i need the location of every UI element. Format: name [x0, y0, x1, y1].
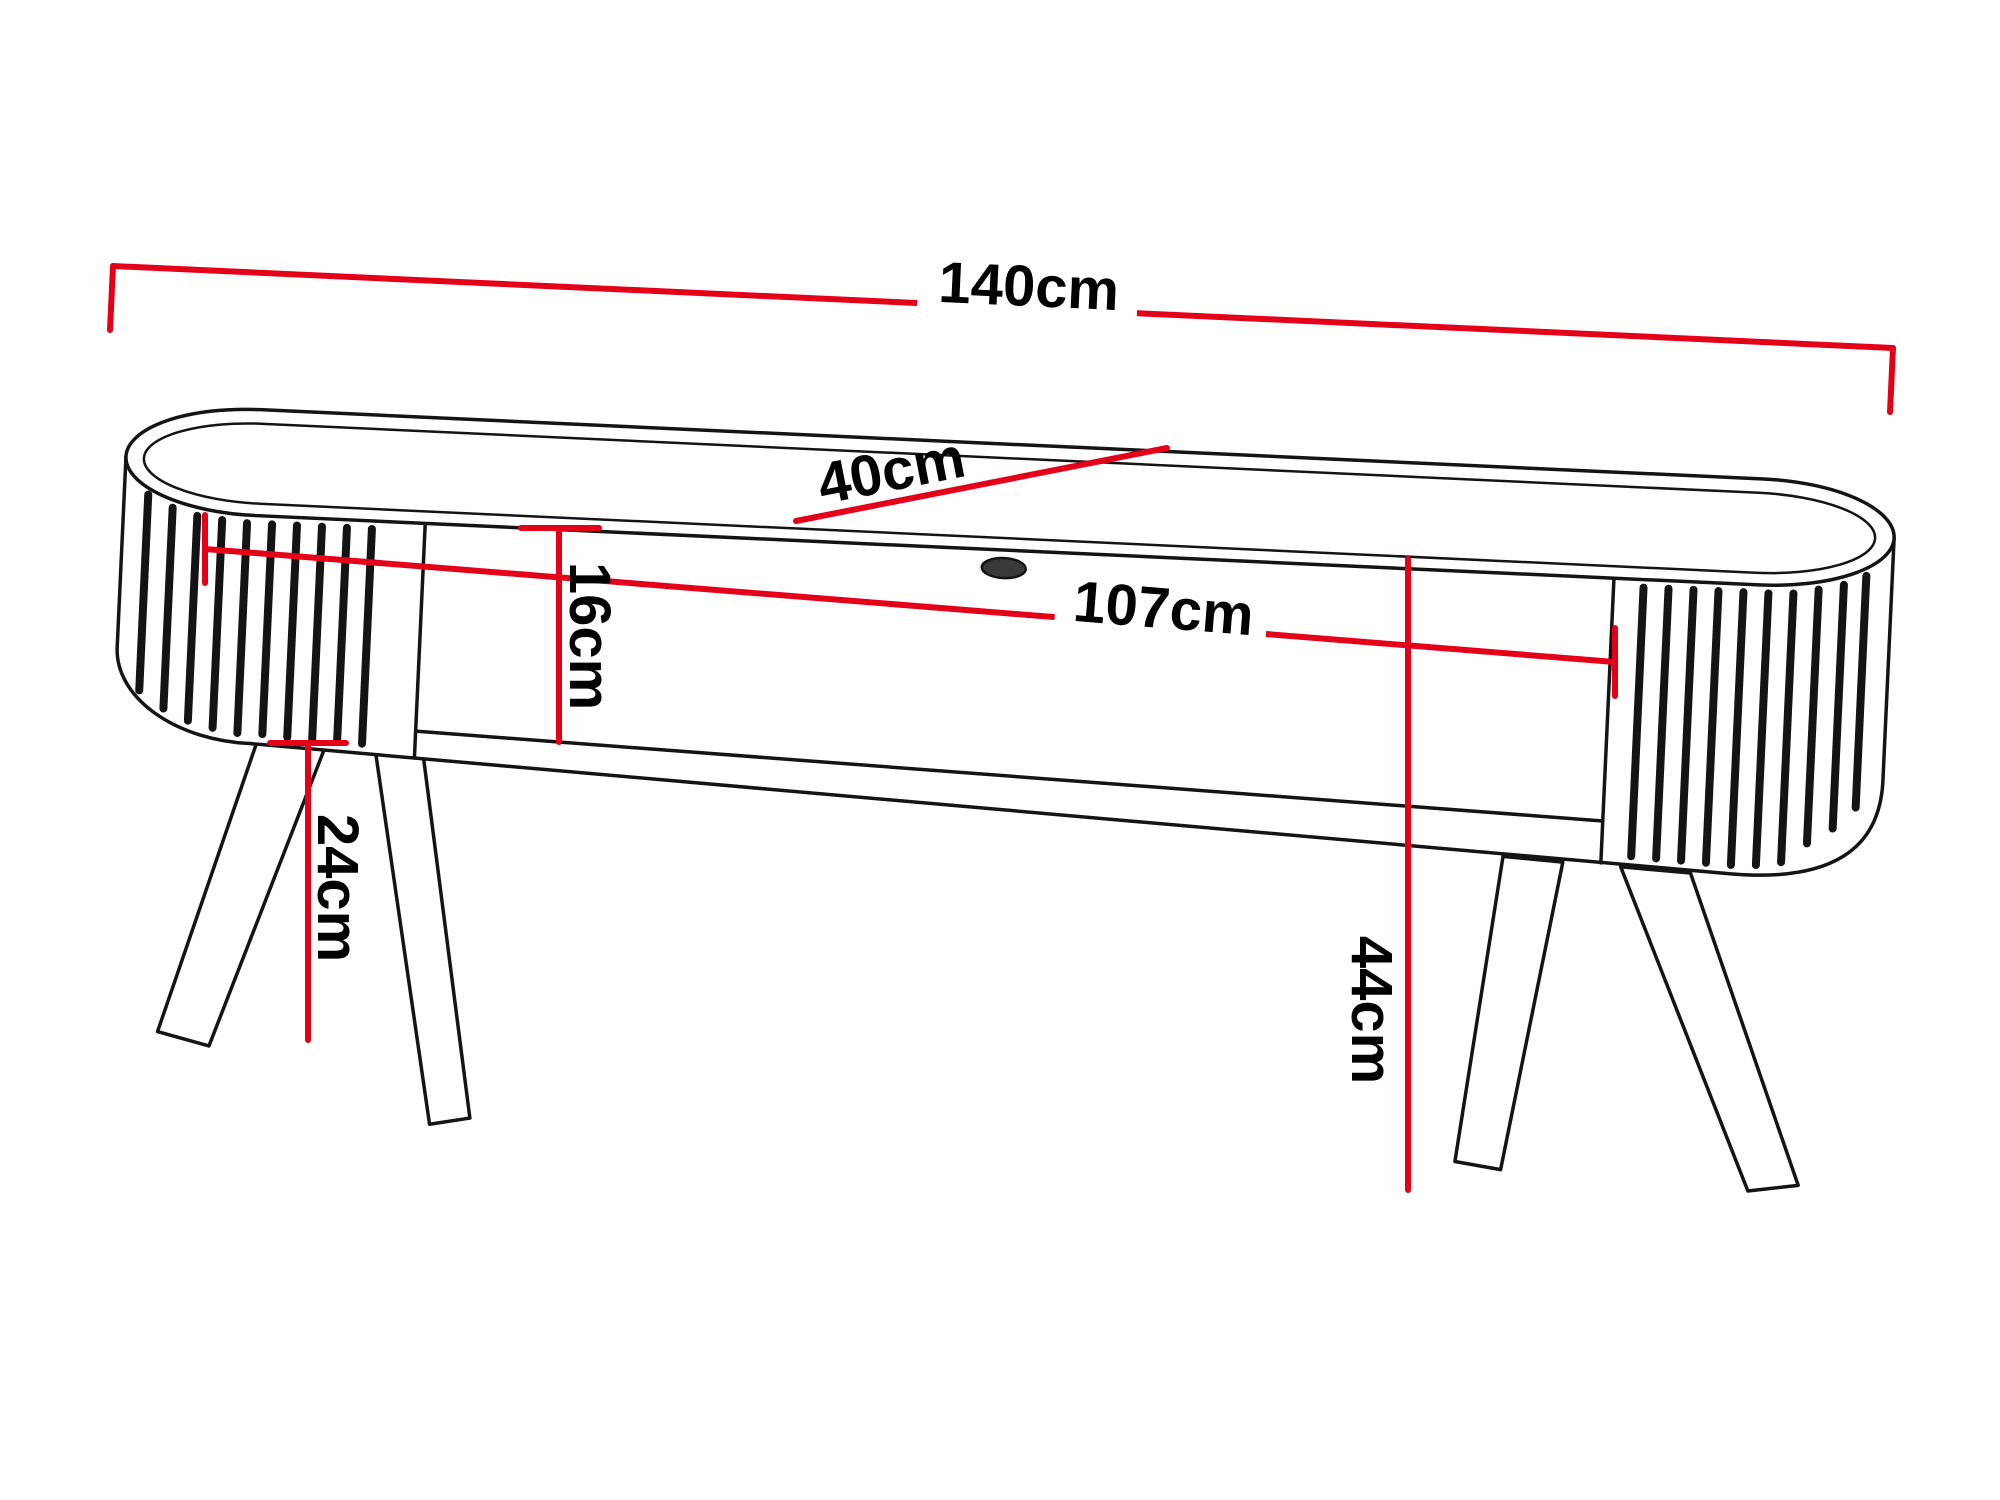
total-height-dimension-label: 44cm [1339, 936, 1404, 1084]
dimension-labels: 140cm 40cm 107cm 16cm 24cm 44cm [305, 250, 1404, 1084]
furniture-drawing [115, 407, 1896, 1193]
shelf-height-dimension-label: 16cm [557, 562, 622, 710]
dimension-depth-40 [793, 445, 1170, 524]
tick-left [107, 263, 116, 333]
legs [155, 740, 1800, 1193]
middle-right-divider [1599, 577, 1616, 865]
label-mask-107 [1053, 565, 1271, 643]
middle-left-divider [412, 522, 427, 759]
width-dimension-label: 140cm [937, 250, 1120, 323]
dimension-shelf-width-107 [202, 512, 1618, 699]
dimension-leg-height-24 [267, 740, 349, 1043]
leg-back-right [1453, 854, 1565, 1172]
leg-back-left [373, 745, 472, 1126]
cable-hole [980, 556, 1028, 580]
tick-right [1887, 345, 1896, 415]
leg-height-dimension-label: 24cm [305, 814, 370, 962]
top-surface [124, 407, 1896, 587]
shelf-floor-edge [413, 729, 1605, 823]
shelf-width-dimension-label: 107cm [1071, 569, 1256, 648]
label-mask-140 [916, 250, 1140, 324]
top-surface-inner-edge [142, 422, 1877, 575]
right-slats [1627, 571, 1871, 870]
leg-front-right [1618, 865, 1800, 1193]
leg-front-left [155, 740, 327, 1048]
dimension-shelf-height-16 [518, 525, 602, 745]
